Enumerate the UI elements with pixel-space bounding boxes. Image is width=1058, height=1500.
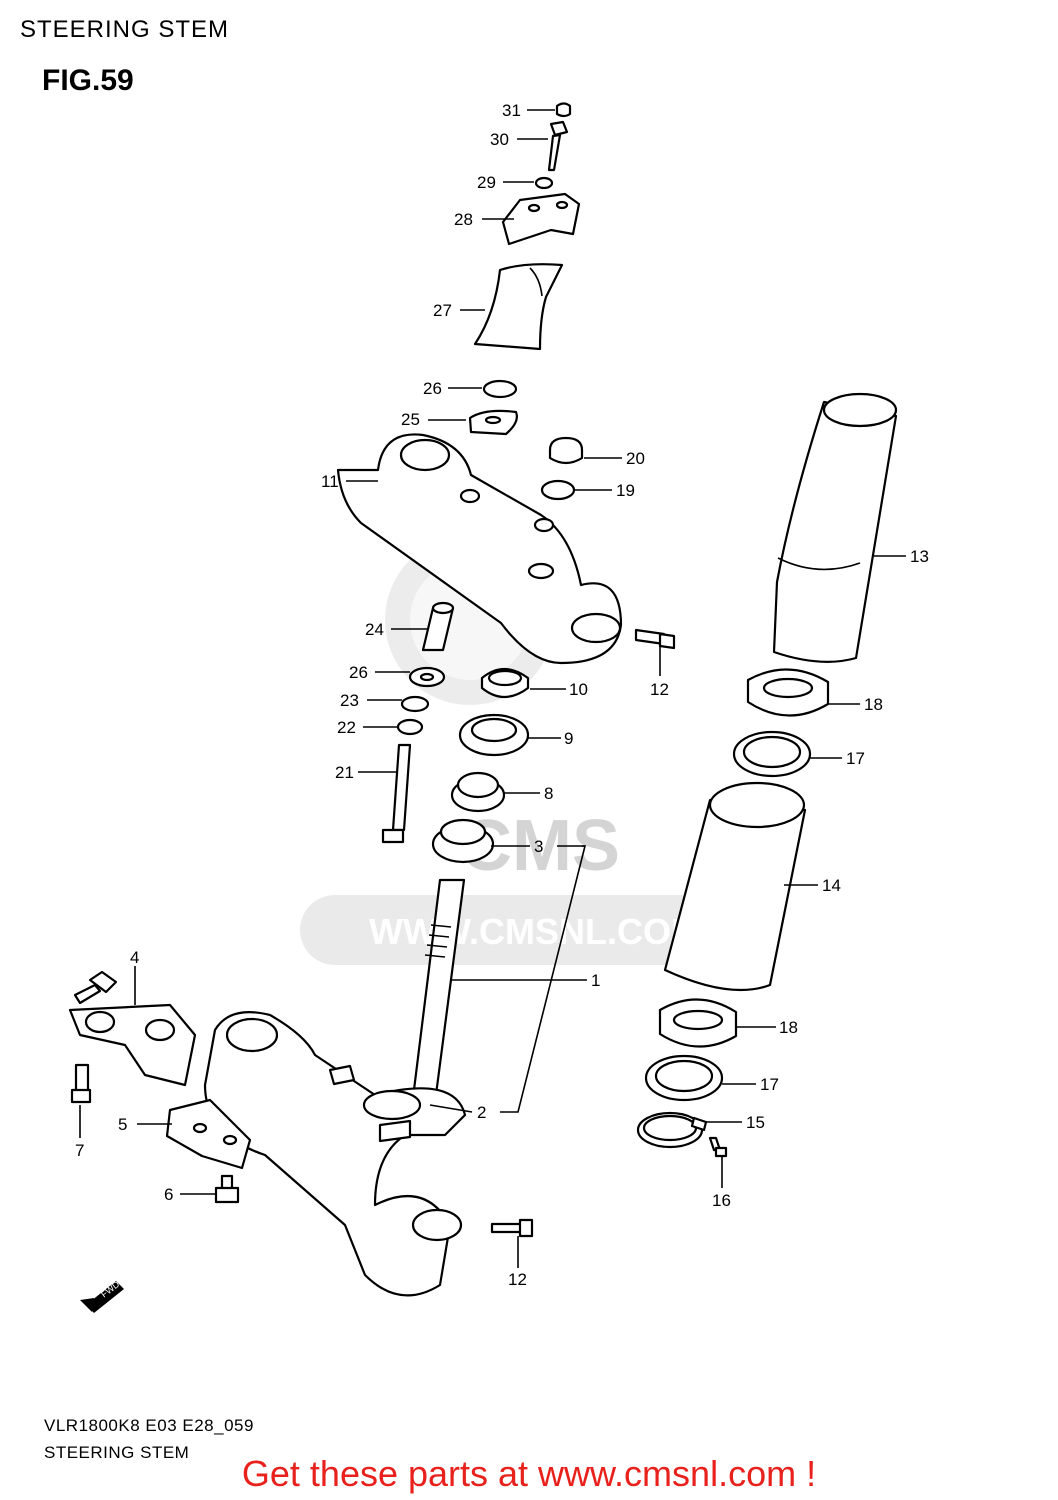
callout-13: 13 (910, 547, 929, 566)
callout-24: 24 (365, 620, 384, 639)
callout-27: 27 (433, 301, 452, 320)
callout-18-lower: 18 (779, 1018, 798, 1037)
part-13-upper-cover (772, 392, 898, 663)
part-22-washer (396, 718, 424, 736)
part-2-lower-bracket (203, 1011, 467, 1297)
part-12-bolt-upper (634, 628, 676, 650)
callout-18-upper: 18 (864, 695, 883, 714)
callout-7: 7 (75, 1141, 84, 1160)
part-14-lower-cover (663, 781, 807, 992)
part-27-holder (473, 263, 564, 351)
fwd-badge: FWD (80, 1279, 124, 1313)
part-20-cap (548, 436, 584, 465)
part-15-band (636, 1111, 708, 1149)
callout-26-lower: 26 (349, 663, 368, 682)
callout-12-lower: 12 (508, 1270, 527, 1289)
part-21-bolt (381, 743, 412, 844)
callout-labels: 31 30 29 28 27 26 25 20 19 11 13 24 12 2… (75, 101, 929, 1289)
watermark-url: WWW.CMSNL.COM (369, 911, 701, 952)
section-title: STEERING STEM (20, 16, 230, 43)
callout-6: 6 (164, 1185, 173, 1204)
callout-19: 19 (616, 481, 635, 500)
callout-28: 28 (454, 210, 473, 229)
part-31-cap (555, 102, 572, 118)
callout-26-top: 26 (423, 379, 442, 398)
part-8-bearing (450, 771, 506, 813)
part-19-ring (540, 479, 576, 501)
callout-1: 1 (591, 971, 600, 990)
part-17-ring-upper (732, 730, 812, 778)
model-code: VLR1800K8 E03 E28_059 (44, 1416, 254, 1435)
part-10-nut (480, 667, 530, 699)
part-12-bolt-lower (490, 1218, 534, 1238)
part-6-bolt (214, 1174, 240, 1204)
part-7-bolt (70, 1063, 92, 1104)
callout-22: 22 (337, 718, 356, 737)
callout-21: 21 (335, 763, 354, 782)
callout-25: 25 (401, 410, 420, 429)
part-18-spacer-lower (658, 998, 738, 1048)
part-24-sleeve (421, 601, 455, 652)
callout-17-lower: 17 (760, 1075, 779, 1094)
callout-4: 4 (130, 948, 139, 967)
callout-14: 14 (822, 876, 841, 895)
callout-11: 11 (321, 472, 339, 491)
promo-link[interactable]: Get these parts at www.cmsnl.com ! (241, 1453, 817, 1494)
callout-8: 8 (544, 784, 553, 803)
callout-30: 30 (490, 130, 509, 149)
callout-29: 29 (477, 173, 496, 192)
part-17-ring-lower (644, 1054, 724, 1102)
part-4-bracket (68, 970, 197, 1087)
part-3-bearing (431, 818, 495, 864)
callout-2: 2 (477, 1103, 486, 1122)
footer-caption: STEERING STEM (44, 1443, 190, 1462)
callout-12-upper: 12 (650, 680, 669, 699)
part-9-seal (458, 713, 530, 757)
part-30-bolt (547, 120, 569, 172)
callout-17-upper: 17 (846, 749, 865, 768)
part-11-upper-bracket (336, 433, 623, 665)
callout-15: 15 (746, 1113, 765, 1132)
part-28-holder (501, 192, 581, 246)
part-5-clamp (165, 1098, 252, 1170)
part-23-washer (400, 695, 430, 713)
leader-lines (79, 109, 906, 1268)
part-18-spacer-upper (746, 668, 830, 717)
callout-23: 23 (340, 691, 359, 710)
part-26-washer (482, 379, 518, 399)
callout-20: 20 (626, 449, 645, 468)
callout-16: 16 (712, 1191, 731, 1210)
figure-label: FIG.59 (42, 64, 134, 97)
callout-5: 5 (118, 1115, 127, 1134)
watermark: CMS WWW.CMSNL.COM (300, 535, 770, 965)
part-16-screw (708, 1136, 728, 1158)
part-29-washer (534, 176, 554, 190)
part-26-lower-washer (408, 666, 446, 688)
callout-3: 3 (534, 837, 543, 856)
callout-31: 31 (502, 101, 521, 120)
callout-10: 10 (569, 680, 588, 699)
part-25-plate (468, 409, 518, 436)
callout-9: 9 (564, 729, 573, 748)
